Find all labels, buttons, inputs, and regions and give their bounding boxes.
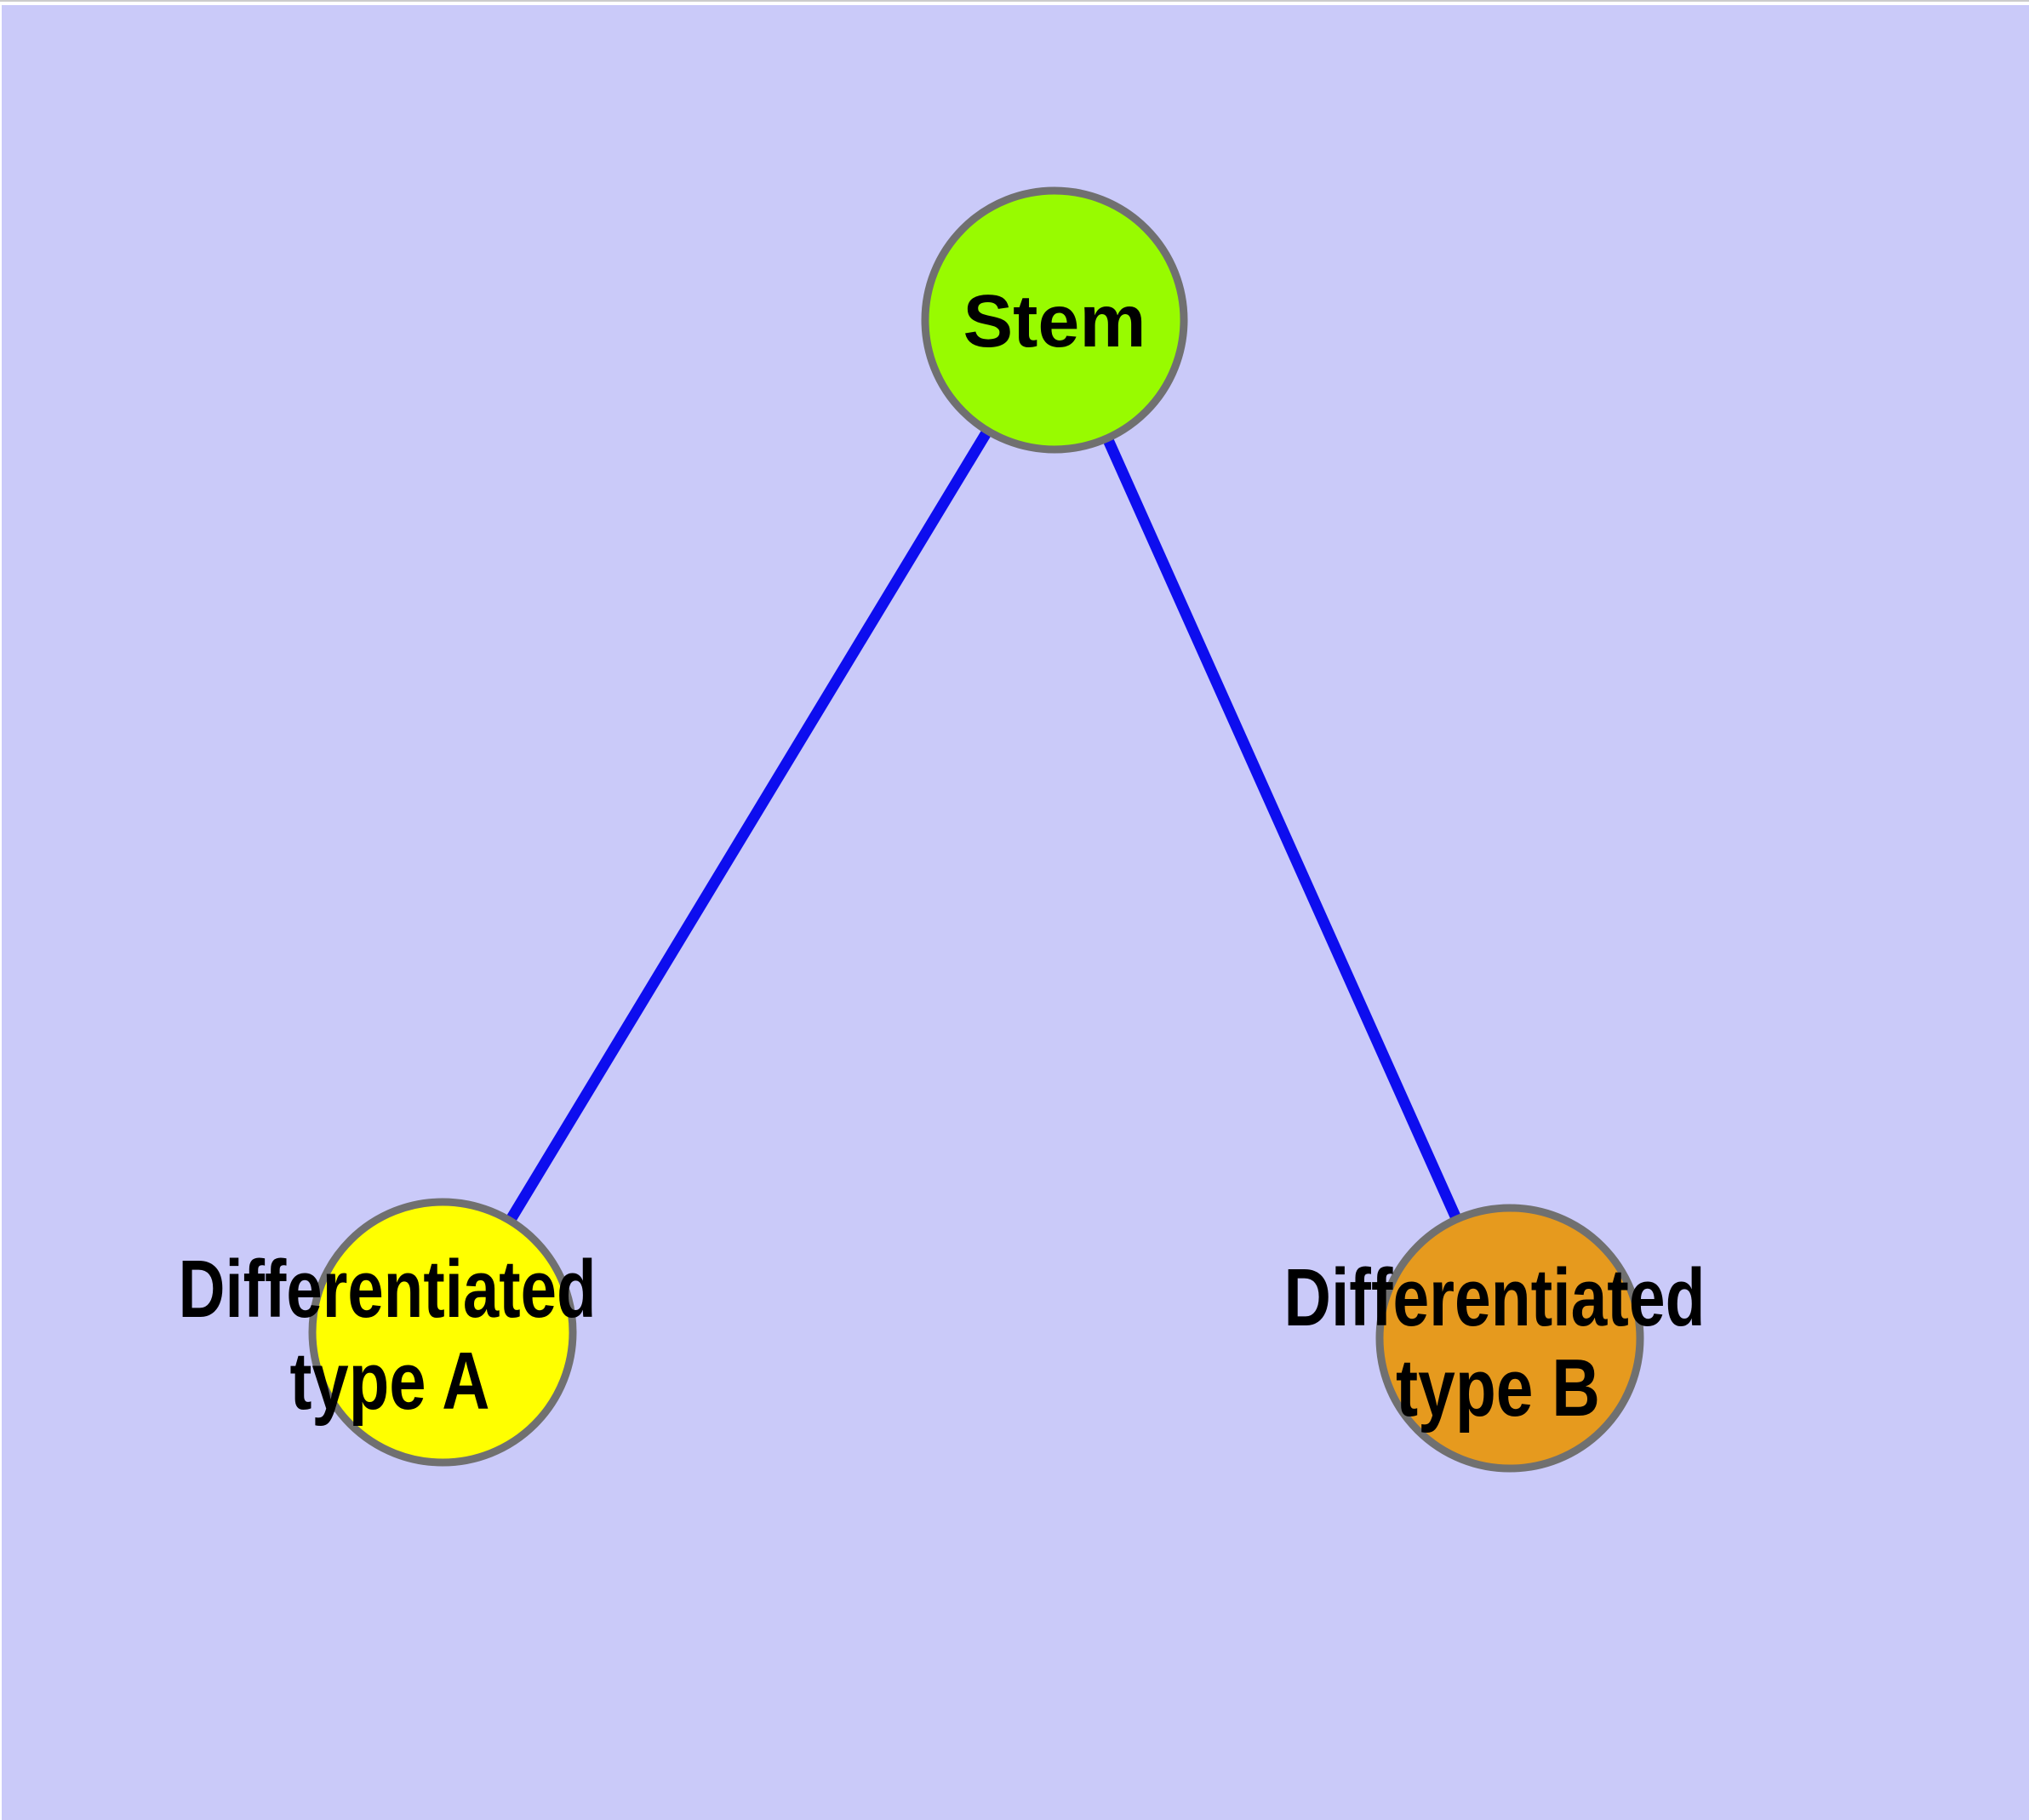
node-type-a-label-line1: Differentiated [179,1244,597,1335]
node-type-b-circle [1375,1204,1644,1473]
node-type-a-label-line2: type A [290,1336,490,1427]
node-type-a: Differentiated type A [179,1198,597,1467]
edge-stem-to-type-b [1049,318,1515,1341]
node-type-b: Differentiated type B [1284,1204,1706,1473]
node-type-b-label-line2: type B [1396,1342,1600,1434]
node-type-b-label-line1: Differentiated [1284,1252,1706,1343]
node-stem-circle [921,186,1188,454]
node-type-a-circle [308,1198,577,1467]
top-edge-line [0,0,2029,2]
node-stem-label: Stem [963,280,1146,363]
edge-stem-to-type-a [437,317,1060,1336]
node-stem: Stem [921,186,1188,454]
